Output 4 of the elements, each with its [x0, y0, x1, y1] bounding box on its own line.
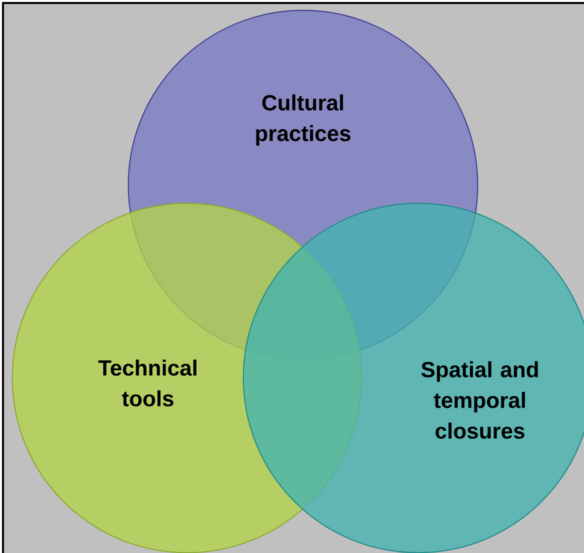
- circle-label: Technical tools: [98, 360, 196, 406]
- circle-label: Cultural practices: [256, 94, 350, 146]
- circle-label: Spatial and temporal closures: [421, 361, 538, 439]
- venn-circle: [242, 202, 584, 553]
